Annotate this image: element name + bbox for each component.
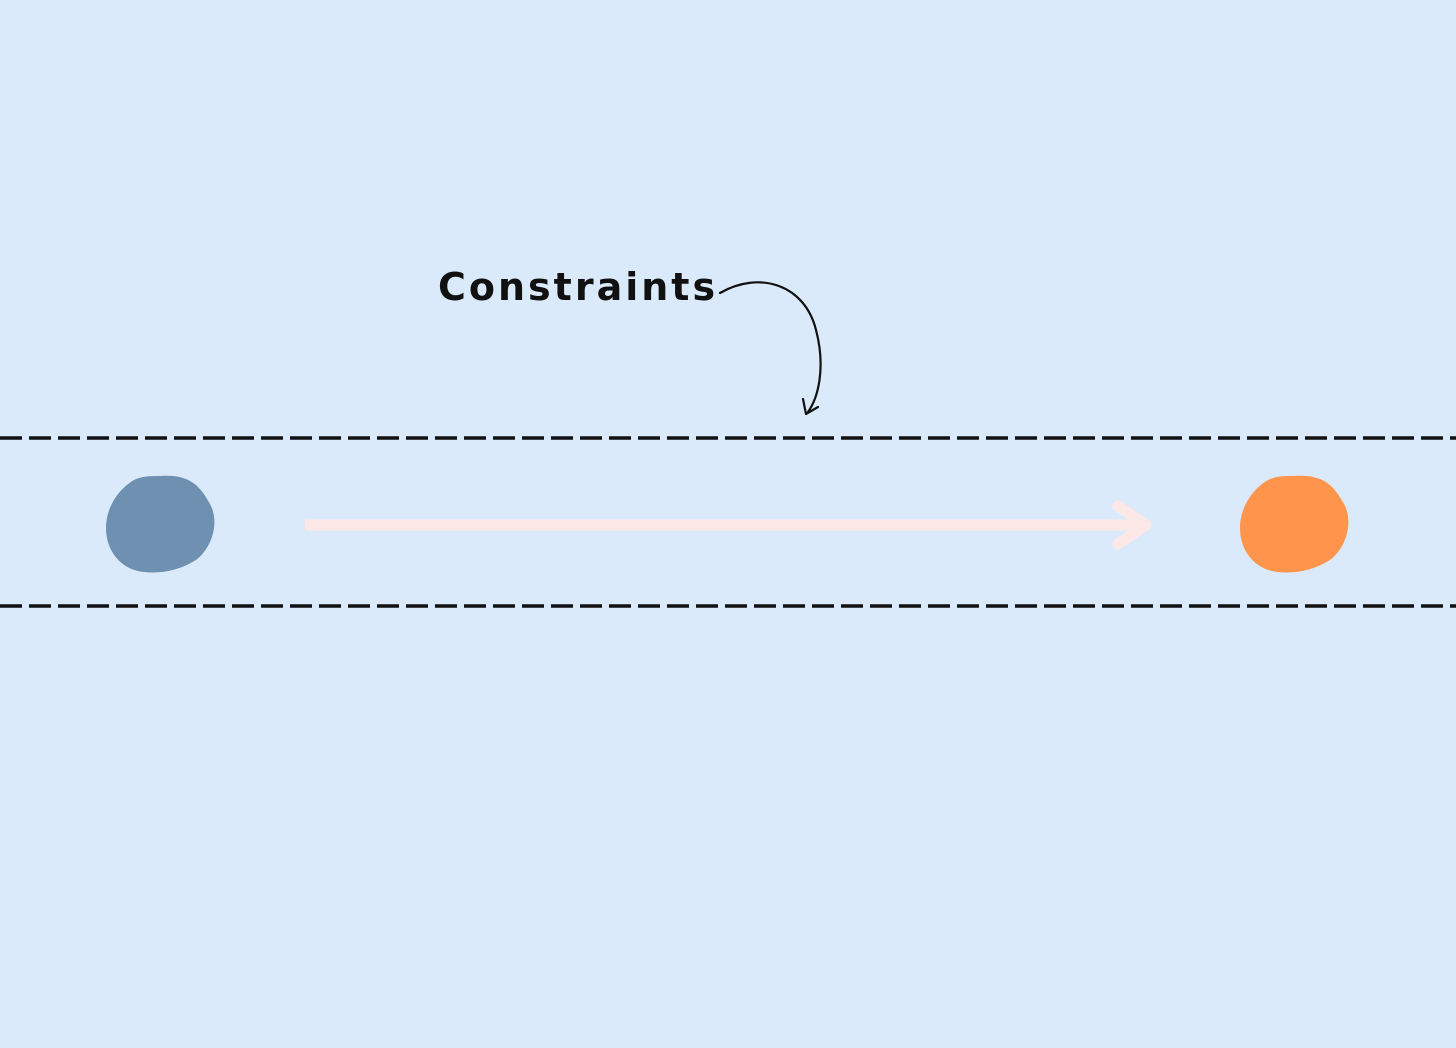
start-dot bbox=[106, 475, 215, 573]
path-arrow-head-icon bbox=[1112, 500, 1152, 550]
end-dot bbox=[1240, 475, 1349, 573]
annotation-arrow-head-icon bbox=[801, 397, 820, 416]
annotation-arrow-curve bbox=[718, 281, 822, 414]
constraints-label: Constraints bbox=[438, 265, 718, 309]
